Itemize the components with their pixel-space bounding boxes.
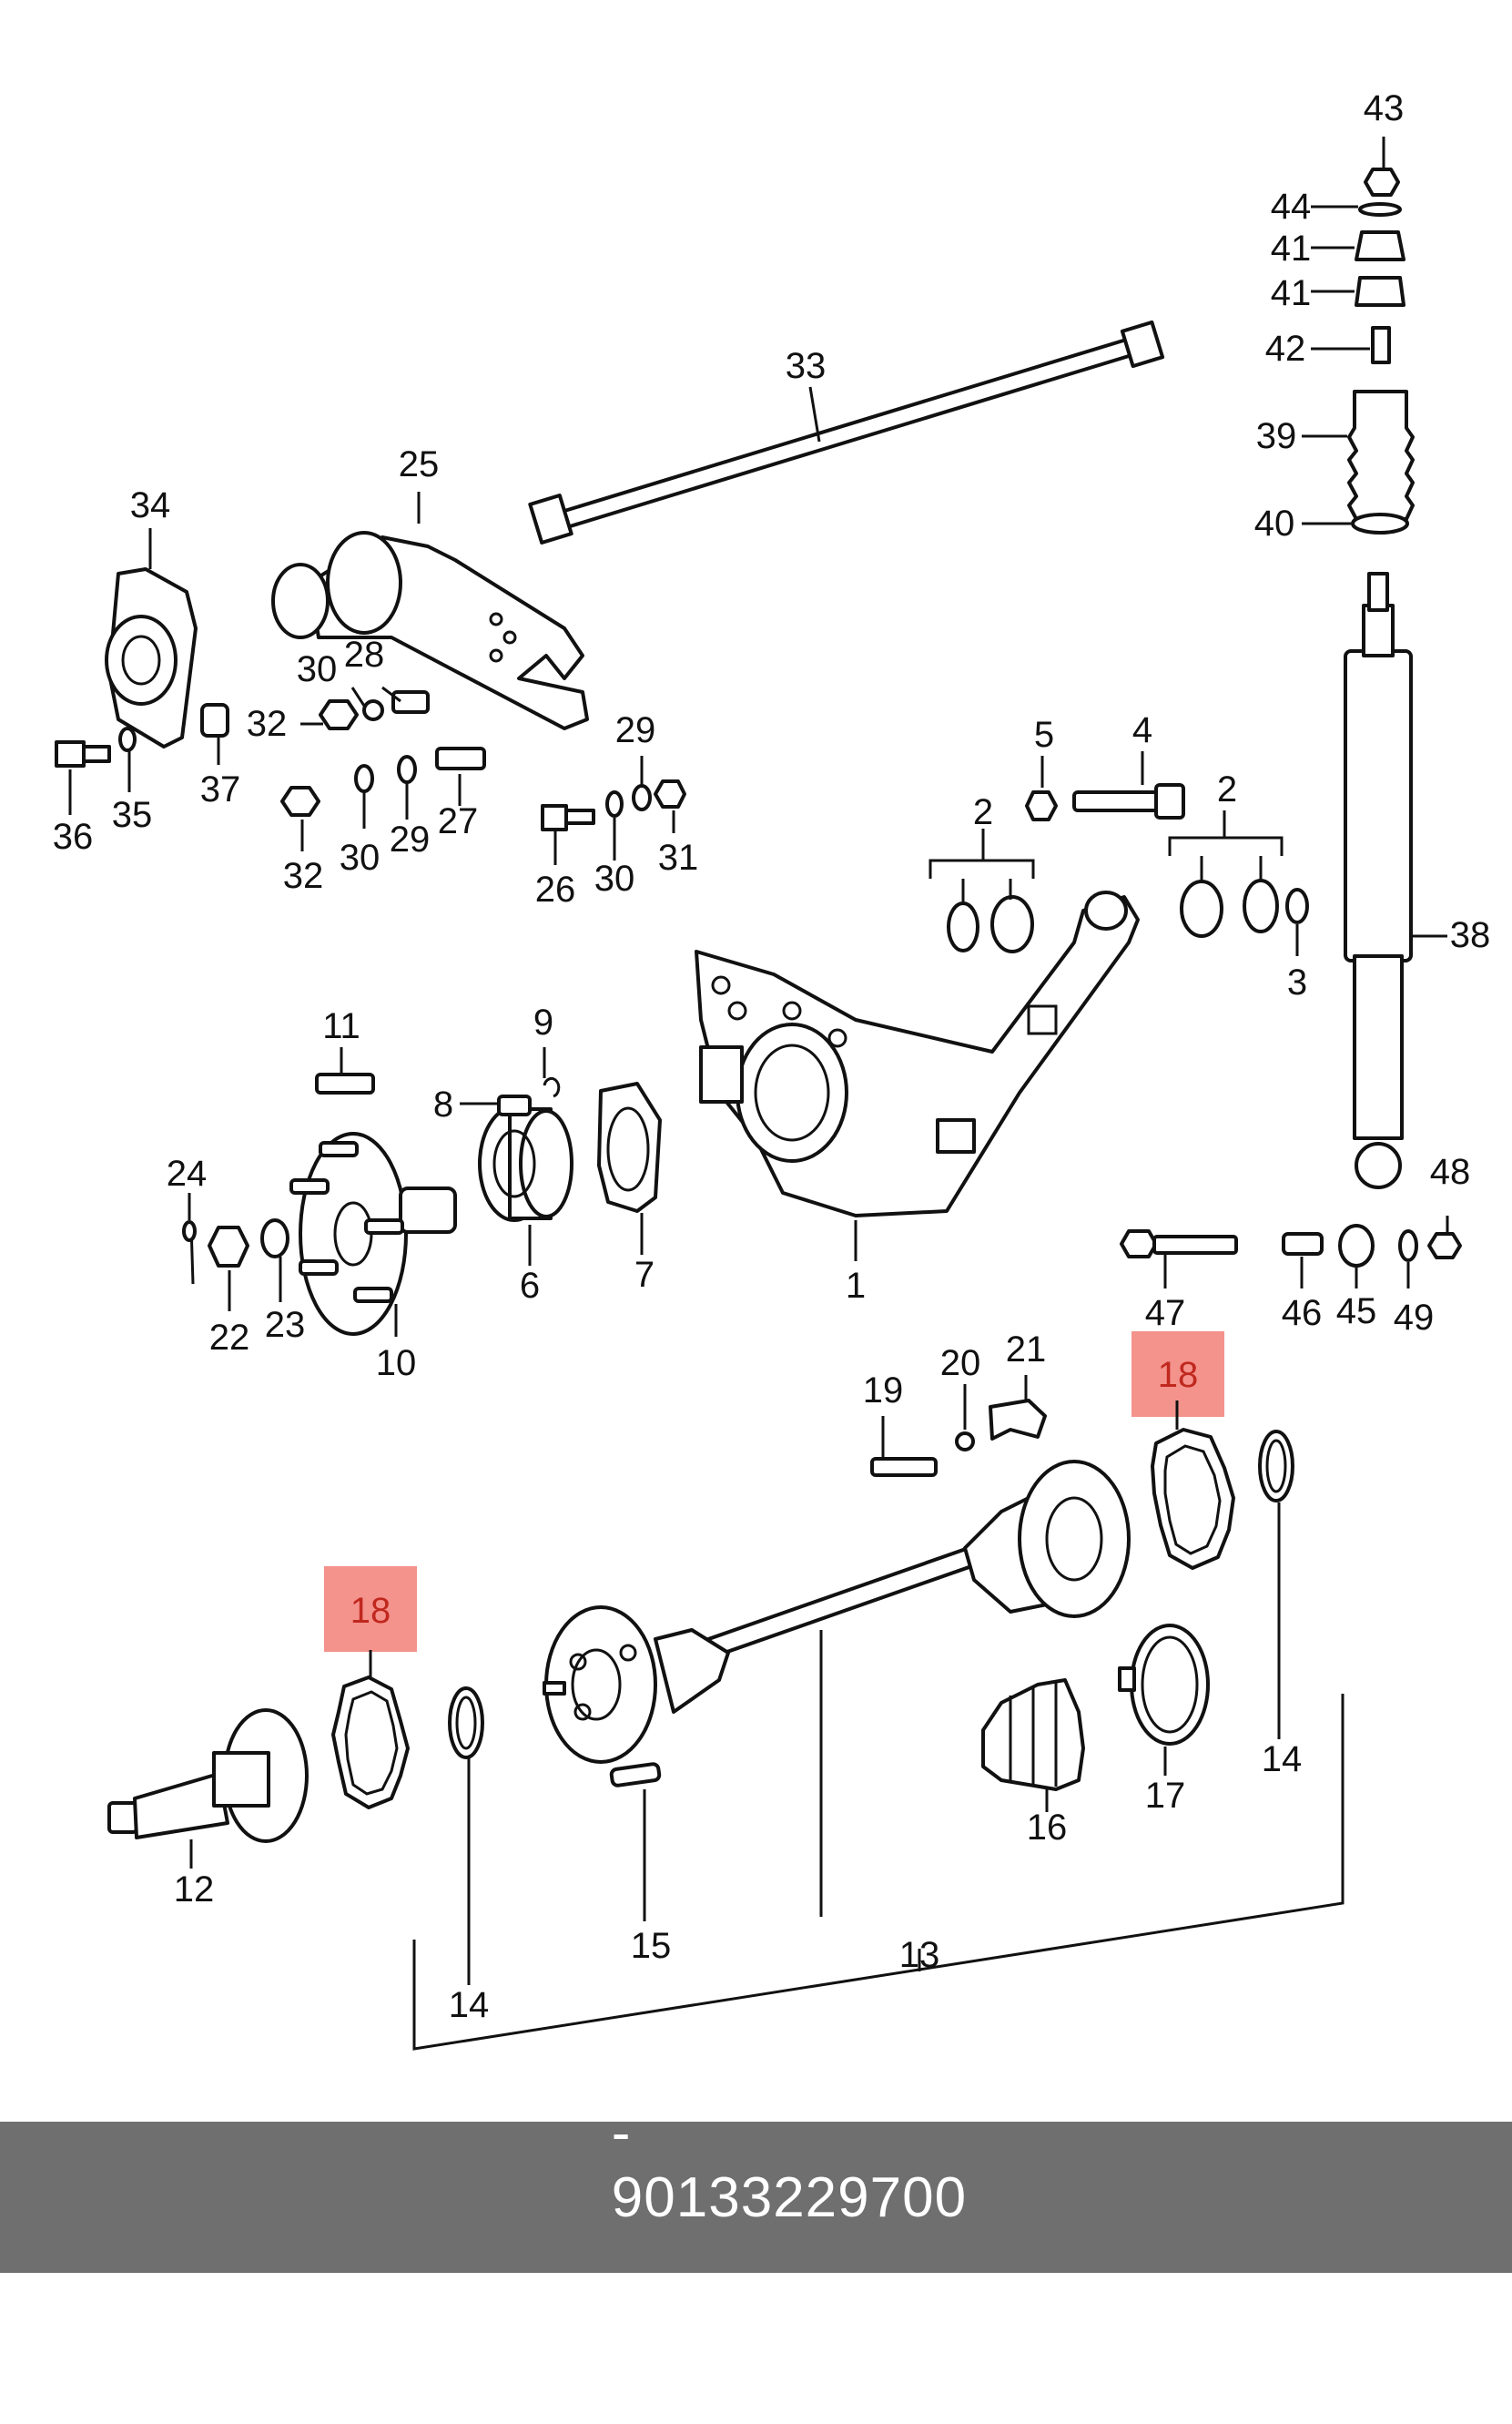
exploded-parts-diagram: 1 2 2 3 4 5 6 7 8 9 10 11 12 13 14 14 15… <box>53 88 1491 2051</box>
bushings-and-bolt-parts-2-5 <box>929 751 1309 956</box>
small-fasteners-upper-left <box>55 686 686 865</box>
callout-30b: 30 <box>340 838 381 878</box>
callout-19: 19 <box>863 1370 904 1411</box>
callout-20: 20 <box>940 1343 981 1383</box>
highlight-box-18-left[interactable] <box>324 1566 417 1652</box>
pin-part-15 <box>609 1762 662 1921</box>
callout-24: 24 <box>167 1154 208 1194</box>
callout-48: 48 <box>1430 1152 1471 1192</box>
callout-9: 9 <box>533 1003 553 1043</box>
callout-44: 44 <box>1271 187 1312 227</box>
hub-small-parts-8-9-11-22-23-24 <box>182 1047 561 1311</box>
footer-bar: PORSCHE - 90133229700 N - 18 <box>0 2037 1512 2358</box>
callout-18-right[interactable]: 18 <box>1158 1355 1199 1395</box>
callout-39: 39 <box>1256 416 1297 456</box>
callout-15: 15 <box>631 1926 672 1966</box>
gasket-part-18-right <box>1151 1400 1235 1570</box>
callout-11: 11 <box>322 1006 360 1046</box>
footer-ref: N - 18 <box>611 2295 771 2358</box>
callout-49: 49 <box>1394 1298 1435 1338</box>
callout-36: 36 <box>53 817 94 857</box>
callout-30c: 30 <box>594 859 635 899</box>
callout-27: 27 <box>438 801 479 841</box>
footer-caption: PORSCHE - 90133229700 N - 18 <box>545 1971 967 2424</box>
footer-separator: - <box>611 2101 632 2164</box>
callout-4: 4 <box>1132 710 1152 750</box>
circlip-part-14-left <box>448 1686 484 1985</box>
callout-23: 23 <box>265 1305 306 1345</box>
bolt-clip-parts-19-21 <box>870 1375 1047 1477</box>
callout-14b: 14 <box>1262 1739 1303 1779</box>
callout-41b: 41 <box>1271 273 1312 313</box>
callout-45: 45 <box>1336 1291 1377 1331</box>
callout-6: 6 <box>520 1266 540 1306</box>
callout-33: 33 <box>786 346 827 386</box>
callout-35: 35 <box>112 795 153 835</box>
callout-46: 46 <box>1282 1293 1323 1333</box>
flange-shaft-part-12 <box>107 1708 309 1869</box>
axle-shaft-part-13 <box>543 1460 1131 1917</box>
callout-37: 37 <box>200 769 241 810</box>
callout-29a: 29 <box>390 820 431 860</box>
bearing-part-6 <box>478 1105 573 1266</box>
callout-30a: 30 <box>297 649 338 689</box>
callout-2a: 2 <box>973 792 993 832</box>
callout-13: 13 <box>899 1935 940 1975</box>
spring-plate-part-25 <box>271 492 589 730</box>
callout-34: 34 <box>130 485 171 525</box>
wheel-hub-part-10 <box>289 1132 457 1337</box>
trailing-arm-part-1 <box>695 891 1140 1261</box>
callout-1: 1 <box>846 1266 866 1306</box>
shock-absorber-part-38 <box>1344 572 1447 1189</box>
callout-8: 8 <box>433 1085 453 1125</box>
callout-21: 21 <box>1006 1329 1047 1370</box>
callout-7: 7 <box>634 1255 655 1295</box>
callout-18-left[interactable]: 18 <box>350 1591 391 1631</box>
callout-5: 5 <box>1034 715 1054 755</box>
callout-29b: 29 <box>615 710 656 750</box>
cover-plate-part-7 <box>597 1082 662 1255</box>
callout-40: 40 <box>1254 504 1295 544</box>
callout-22: 22 <box>209 1318 250 1358</box>
callout-12: 12 <box>174 1869 215 1910</box>
callout-25: 25 <box>399 444 440 484</box>
callout-32a: 32 <box>247 704 288 744</box>
callout-43: 43 <box>1364 88 1405 128</box>
clamp-part-17 <box>1118 1624 1210 1776</box>
flange-bracket-part-34 <box>105 528 198 749</box>
callout-32b: 32 <box>283 856 324 896</box>
callout-38: 38 <box>1450 915 1491 955</box>
lower-bolt-parts-45-49 <box>1120 1216 1462 1288</box>
boot-part-16 <box>981 1678 1085 1812</box>
footer-part-number: 90133229700 <box>611 2165 968 2229</box>
circlip-part-14-right <box>1258 1430 1294 1739</box>
callout-28: 28 <box>344 635 385 675</box>
gasket-part-18-left <box>331 1650 410 1809</box>
shock-top-mount-parts-39-44 <box>1302 137 1415 535</box>
callout-2b: 2 <box>1217 769 1237 810</box>
callout-26: 26 <box>535 870 576 910</box>
callout-10: 10 <box>376 1343 417 1383</box>
footer-brand: PORSCHE <box>611 2036 898 2100</box>
callout-3: 3 <box>1287 962 1307 1003</box>
torsion-bar-part-33 <box>528 320 1165 545</box>
callout-47: 47 <box>1145 1293 1186 1333</box>
bracket-lines-13 <box>412 1694 1345 2051</box>
callout-17: 17 <box>1145 1776 1186 1816</box>
callout-14a: 14 <box>449 1985 490 2025</box>
callout-42: 42 <box>1265 329 1306 369</box>
callout-31: 31 <box>658 838 699 878</box>
callout-16: 16 <box>1027 1808 1068 1848</box>
callout-41a: 41 <box>1271 229 1312 269</box>
